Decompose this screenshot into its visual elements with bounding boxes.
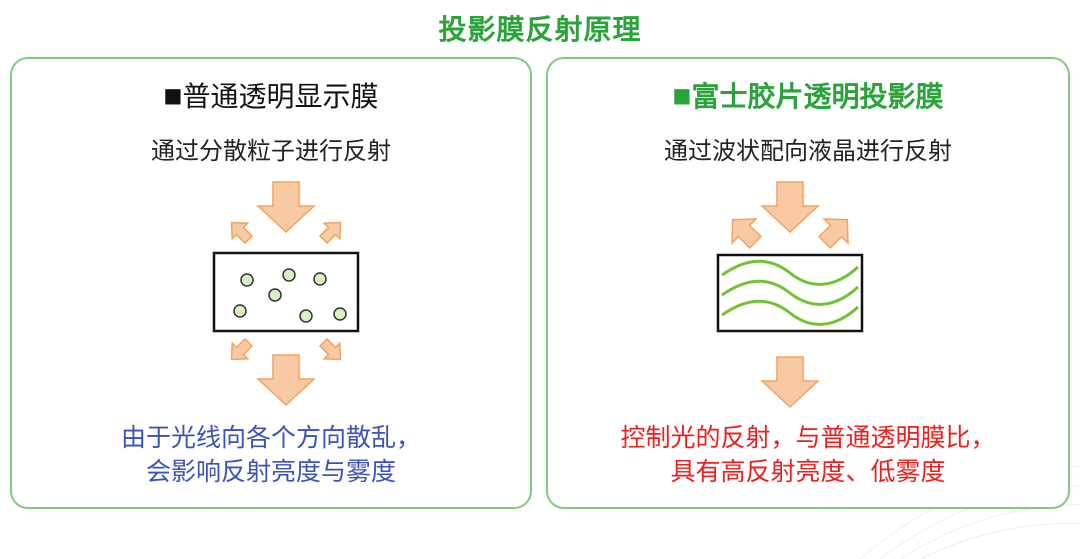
page-title: 投影膜反射原理 [0,8,1080,48]
reflect-arrow-up-right [813,208,860,255]
particle-dot [314,273,326,285]
reflect-arrow-up-left [721,208,768,255]
panel-ordinary-film: ■普通透明显示膜 通过分散粒子进行反射 [10,57,532,509]
scatter-arrow-up-left [224,215,257,248]
scatter-arrow-down-right [316,335,349,368]
transmitted-light-arrow [258,355,314,405]
panel-caption: 控制光的反射，与普通透明膜比， 具有高反射亮度、低雾度 [548,421,1068,489]
caption-line: 由于光线向各个方向散乱， [12,421,530,455]
caption-line: 具有高反射亮度、低雾度 [548,455,1068,489]
caption-line: 会影响反射亮度与雾度 [12,455,530,489]
particle-dot [234,305,246,317]
scatter-arrow-down-left [224,335,257,368]
particle-dot [241,274,253,286]
particle-dot [334,308,346,320]
scatter-arrow-up-right [316,215,349,248]
panel-caption: 由于光线向各个方向散乱， 会影响反射亮度与雾度 [12,421,530,489]
caption-line: 控制光的反射，与普通透明膜比， [548,421,1068,455]
incoming-light-arrow [762,182,818,232]
particle-dot [283,269,295,281]
transmitted-light-arrow [762,357,818,407]
particle-dot [269,289,281,301]
particle-dot [300,310,312,322]
incoming-light-arrow [258,182,314,232]
panel-fujifilm-film: ■富士胶片透明投影膜 通过波状配向液晶进行反射 控制光的反射，与普通透明膜比， … [546,57,1070,509]
